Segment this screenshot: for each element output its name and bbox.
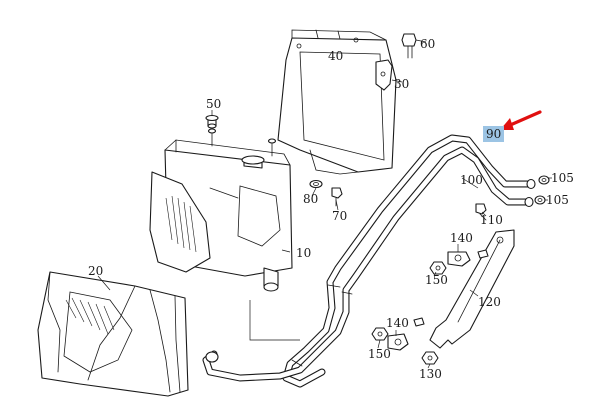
part-10-radiator — [149, 128, 293, 292]
label-part-20: 20 — [88, 264, 104, 278]
part-50-rubber-mount — [205, 114, 219, 129]
label-part-105-b: 105 — [546, 193, 569, 207]
leader-lines — [97, 110, 552, 369]
part-70-bolt — [331, 187, 343, 207]
label-part-100: 100 — [460, 173, 483, 187]
part-150-nut-a — [429, 261, 447, 275]
label-part-130: 130 — [419, 367, 442, 381]
part-150-nut-b — [371, 327, 389, 341]
label-part-30: 30 — [394, 77, 410, 91]
label-part-140-a: 140 — [450, 231, 473, 245]
label-part-70: 70 — [332, 209, 348, 223]
part-140-clip-b — [387, 333, 409, 351]
part-60-bolt — [401, 33, 427, 59]
part-120-bracket — [429, 229, 515, 349]
label-part-120: 120 — [478, 295, 501, 309]
label-part-150-b: 150 — [368, 347, 391, 361]
part-20-air-shroud — [37, 271, 189, 397]
label-part-10: 10 — [296, 246, 312, 260]
part-40-frame — [277, 29, 397, 175]
part-110-bolt — [475, 203, 487, 221]
part-130-nut — [421, 351, 439, 365]
small-bolts — [413, 249, 489, 327]
label-part-110: 110 — [480, 213, 503, 227]
part-100-coolant-pipe-lower — [202, 146, 530, 382]
red-arrow-pointer-icon — [500, 110, 542, 130]
label-part-80: 80 — [303, 192, 319, 206]
part-30-bracket — [375, 59, 403, 91]
part-105-clamp-a — [538, 175, 550, 185]
part-105-clamp-b — [534, 195, 546, 205]
pipe-end-fittings — [291, 178, 536, 367]
part-80-washer — [309, 179, 323, 189]
part-140-clip-a — [447, 251, 471, 267]
label-part-60: 60 — [420, 37, 436, 51]
label-part-40: 40 — [328, 49, 344, 63]
label-part-140-b: 140 — [386, 316, 409, 330]
label-part-50: 50 — [206, 97, 222, 111]
label-part-105-a: 105 — [551, 171, 574, 185]
label-part-90-highlighted[interactable]: 90 — [483, 126, 505, 142]
label-part-150-a: 150 — [425, 273, 448, 287]
